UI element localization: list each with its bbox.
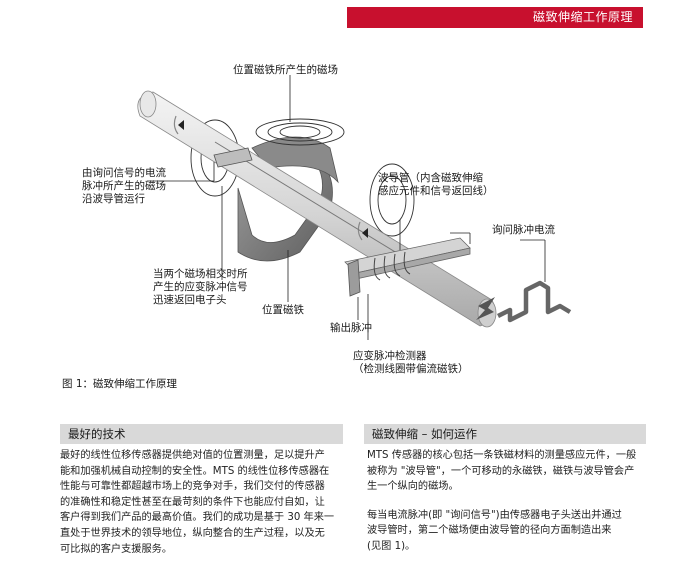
label-strain-return-1: 当两个磁场相交时所 xyxy=(153,268,248,280)
label-waveguide-1: 波导管（内含磁致伸缩 xyxy=(378,172,483,184)
label-current-field-3: 沿波导管运行 xyxy=(82,193,145,205)
how-it-works-text: MTS 传感器的核心包括一条铁磁材料的测量感应元件，一般 被称为 "波导管"，一… xyxy=(367,448,649,555)
magnetostriction-diagram: 位置磁铁所产生的磁场 由询问信号的电流 脉冲所产生的磁场 沿波导管运行 波导管（… xyxy=(0,30,700,375)
section-heading-how-it-works: 磁致伸缩 – 如何运作 xyxy=(364,424,646,444)
position-magnet-shape xyxy=(237,136,339,262)
text-line: 每当电流脉冲(即 "询问信号")由传感器电子头送出并通过 xyxy=(367,509,622,521)
label-magnet-field: 位置磁铁所产生的磁场 xyxy=(233,64,338,76)
figure-caption: 图 1：磁致伸缩工作原理 xyxy=(62,378,178,390)
strain-detector-shape xyxy=(344,237,471,297)
text-line: 可比拟的客户支援服务。 xyxy=(60,543,173,555)
label-strain-return-3: 迅速返回电子头 xyxy=(153,294,227,306)
text-line: 生一个纵向的磁场。 xyxy=(367,481,459,493)
text-line: 波导管时，第二个磁场便由波导管的径向方面制造出来 xyxy=(367,525,612,537)
magnetic-field-rings xyxy=(190,118,415,237)
text-line: 客户得到我们产品的最高价值。我们的成功是基于 30 年来一 xyxy=(60,512,335,524)
text-line: 最好的线性位移传感器提供绝对值的位置测量，足以提升产 xyxy=(60,450,325,461)
label-detector-1: 应变脉冲检测器 xyxy=(353,350,427,362)
label-detector-2: （检测线圈带偏流磁铁） xyxy=(353,363,469,375)
label-current-field-2: 脉冲所产生的磁场 xyxy=(82,180,166,192)
section-title-banner: 磁致伸缩工作原理 xyxy=(347,7,643,28)
text-line: 直处于世界技术的领导地位，纵向整合的生产过程，以及无 xyxy=(60,527,325,539)
text-line: MTS 传感器的核心包括一条铁磁材料的测量感应元件，一般 xyxy=(367,450,637,461)
label-waveguide-2: 感应元件和信号返回线） xyxy=(378,185,494,197)
diagram-illustration xyxy=(137,75,572,340)
section-heading-best-technology: 最好的技术 xyxy=(60,424,343,444)
interrogation-pulse-shape xyxy=(476,280,572,323)
label-position-magnet: 位置磁铁 xyxy=(262,304,304,316)
label-interrogation-pulse: 询问脉冲电流 xyxy=(492,224,555,236)
label-output-pulse: 输出脉冲 xyxy=(330,322,372,334)
text-line: 性能与可靠性都超越市场上的竞争对手，我们交付的传感器 xyxy=(60,481,325,493)
label-strain-return-2: 产生的应变脉冲信号 xyxy=(153,281,248,293)
text-line: 的准确性和稳定性甚至在最苛刻的条件下也能应付自如，让 xyxy=(60,496,325,508)
text-line: (见图 1)。 xyxy=(367,540,416,552)
label-current-field-1: 由询问信号的电流 xyxy=(82,167,166,179)
best-technology-text: 最好的线性位移传感器提供绝对值的位置测量，足以提升产 能和加强机械自动控制的安全… xyxy=(60,448,345,557)
text-line: 被称为 "波导管"，一个可移动的永磁铁，磁铁与波导管会产 xyxy=(367,465,635,477)
text-line: 能和加强机械自动控制的安全性。MTS 的线性位移传感器在 xyxy=(60,465,330,477)
